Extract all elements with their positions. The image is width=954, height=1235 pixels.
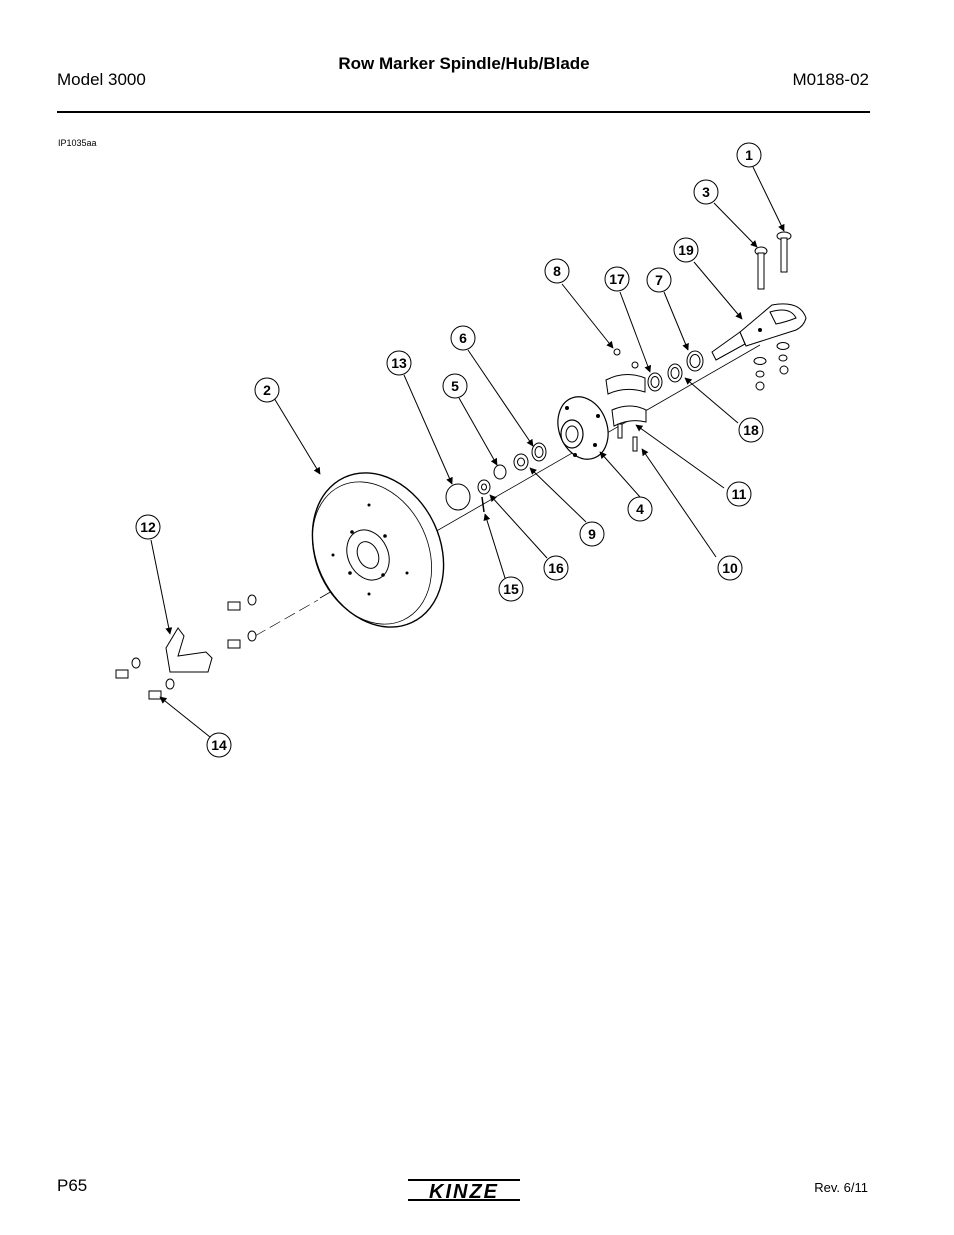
inner-bearing-cup [686,350,704,372]
model-label: Model 3000 [57,70,146,89]
dust-cap [445,483,471,511]
callout-14: 14 [206,732,232,758]
leader-lines [150,166,785,738]
svg-text:17: 17 [609,271,625,287]
svg-text:1: 1 [745,147,753,163]
svg-text:13: 13 [391,355,407,371]
carriage-bolt [776,231,792,273]
callout-12: 12 [135,514,161,540]
roll-pin [632,436,638,452]
callout-13: 13 [386,350,412,376]
callout-16: 16 [543,555,569,581]
hub [557,396,609,460]
svg-text:9: 9 [588,526,596,542]
header-divider [57,111,870,113]
svg-text:12: 12 [140,519,156,535]
callout-9: 9 [579,521,605,547]
marker-bracket [165,627,213,673]
callout-6: 6 [450,325,476,351]
svg-text:10: 10 [722,560,738,576]
page-number: P65 [57,1176,88,1195]
callout-19: 19 [673,237,699,263]
spindle-washer [493,464,507,480]
callout-3: 3 [693,179,719,205]
spindle-hardware [753,342,790,391]
svg-text:3: 3 [702,184,710,200]
hex-bolt [754,246,768,290]
callout-7: 7 [646,267,672,293]
figure-id: IP1035aa [58,138,97,148]
svg-text:4: 4 [636,501,644,517]
kinze-logo: KINZE [408,1179,520,1203]
blade-mount-bolts [227,594,257,649]
grease-seal [667,363,683,383]
svg-text:19: 19 [678,242,694,258]
blade [311,472,445,628]
castle-nut [477,479,491,495]
svg-text:8: 8 [553,263,561,279]
revision-date: Rev. 6/11 [814,1180,868,1195]
seal-clamp-upper [605,374,646,395]
page-title: Row Marker Spindle/Hub/Blade [338,54,590,73]
bracket-bolts [115,657,175,700]
svg-text:18: 18 [743,422,759,438]
hex-nut-small-a [613,348,621,356]
callout-5: 5 [442,373,468,399]
mount-axis [254,599,319,637]
seal-clamp-lower [611,405,647,427]
clamp-bolt [617,423,623,439]
callout-15: 15 [498,576,524,602]
inner-bearing-cone [647,372,663,392]
callout-17: 17 [604,266,630,292]
callout-4: 4 [627,496,653,522]
svg-text:5: 5 [451,378,459,394]
callout-8: 8 [544,258,570,284]
hex-nut-small-b [631,361,639,369]
cotter-pin [481,496,485,513]
svg-text:15: 15 [503,581,519,597]
callout-18: 18 [738,417,764,443]
callout-10: 10 [717,555,743,581]
svg-text:11: 11 [732,486,747,502]
callout-11: 11 [726,481,752,507]
callout-2: 2 [254,377,280,403]
callout-1: 1 [736,142,762,168]
brand-wordmark: KINZE [429,1181,499,1203]
outer-bearing-cone [513,453,529,471]
svg-text:2: 2 [263,382,271,398]
spindle [711,303,807,361]
manual-number: M0188-02 [792,70,869,89]
outer-bearing-cup [531,442,547,462]
svg-text:16: 16 [548,560,564,576]
svg-text:6: 6 [459,330,467,346]
svg-text:14: 14 [211,737,227,753]
svg-text:7: 7 [655,272,663,288]
